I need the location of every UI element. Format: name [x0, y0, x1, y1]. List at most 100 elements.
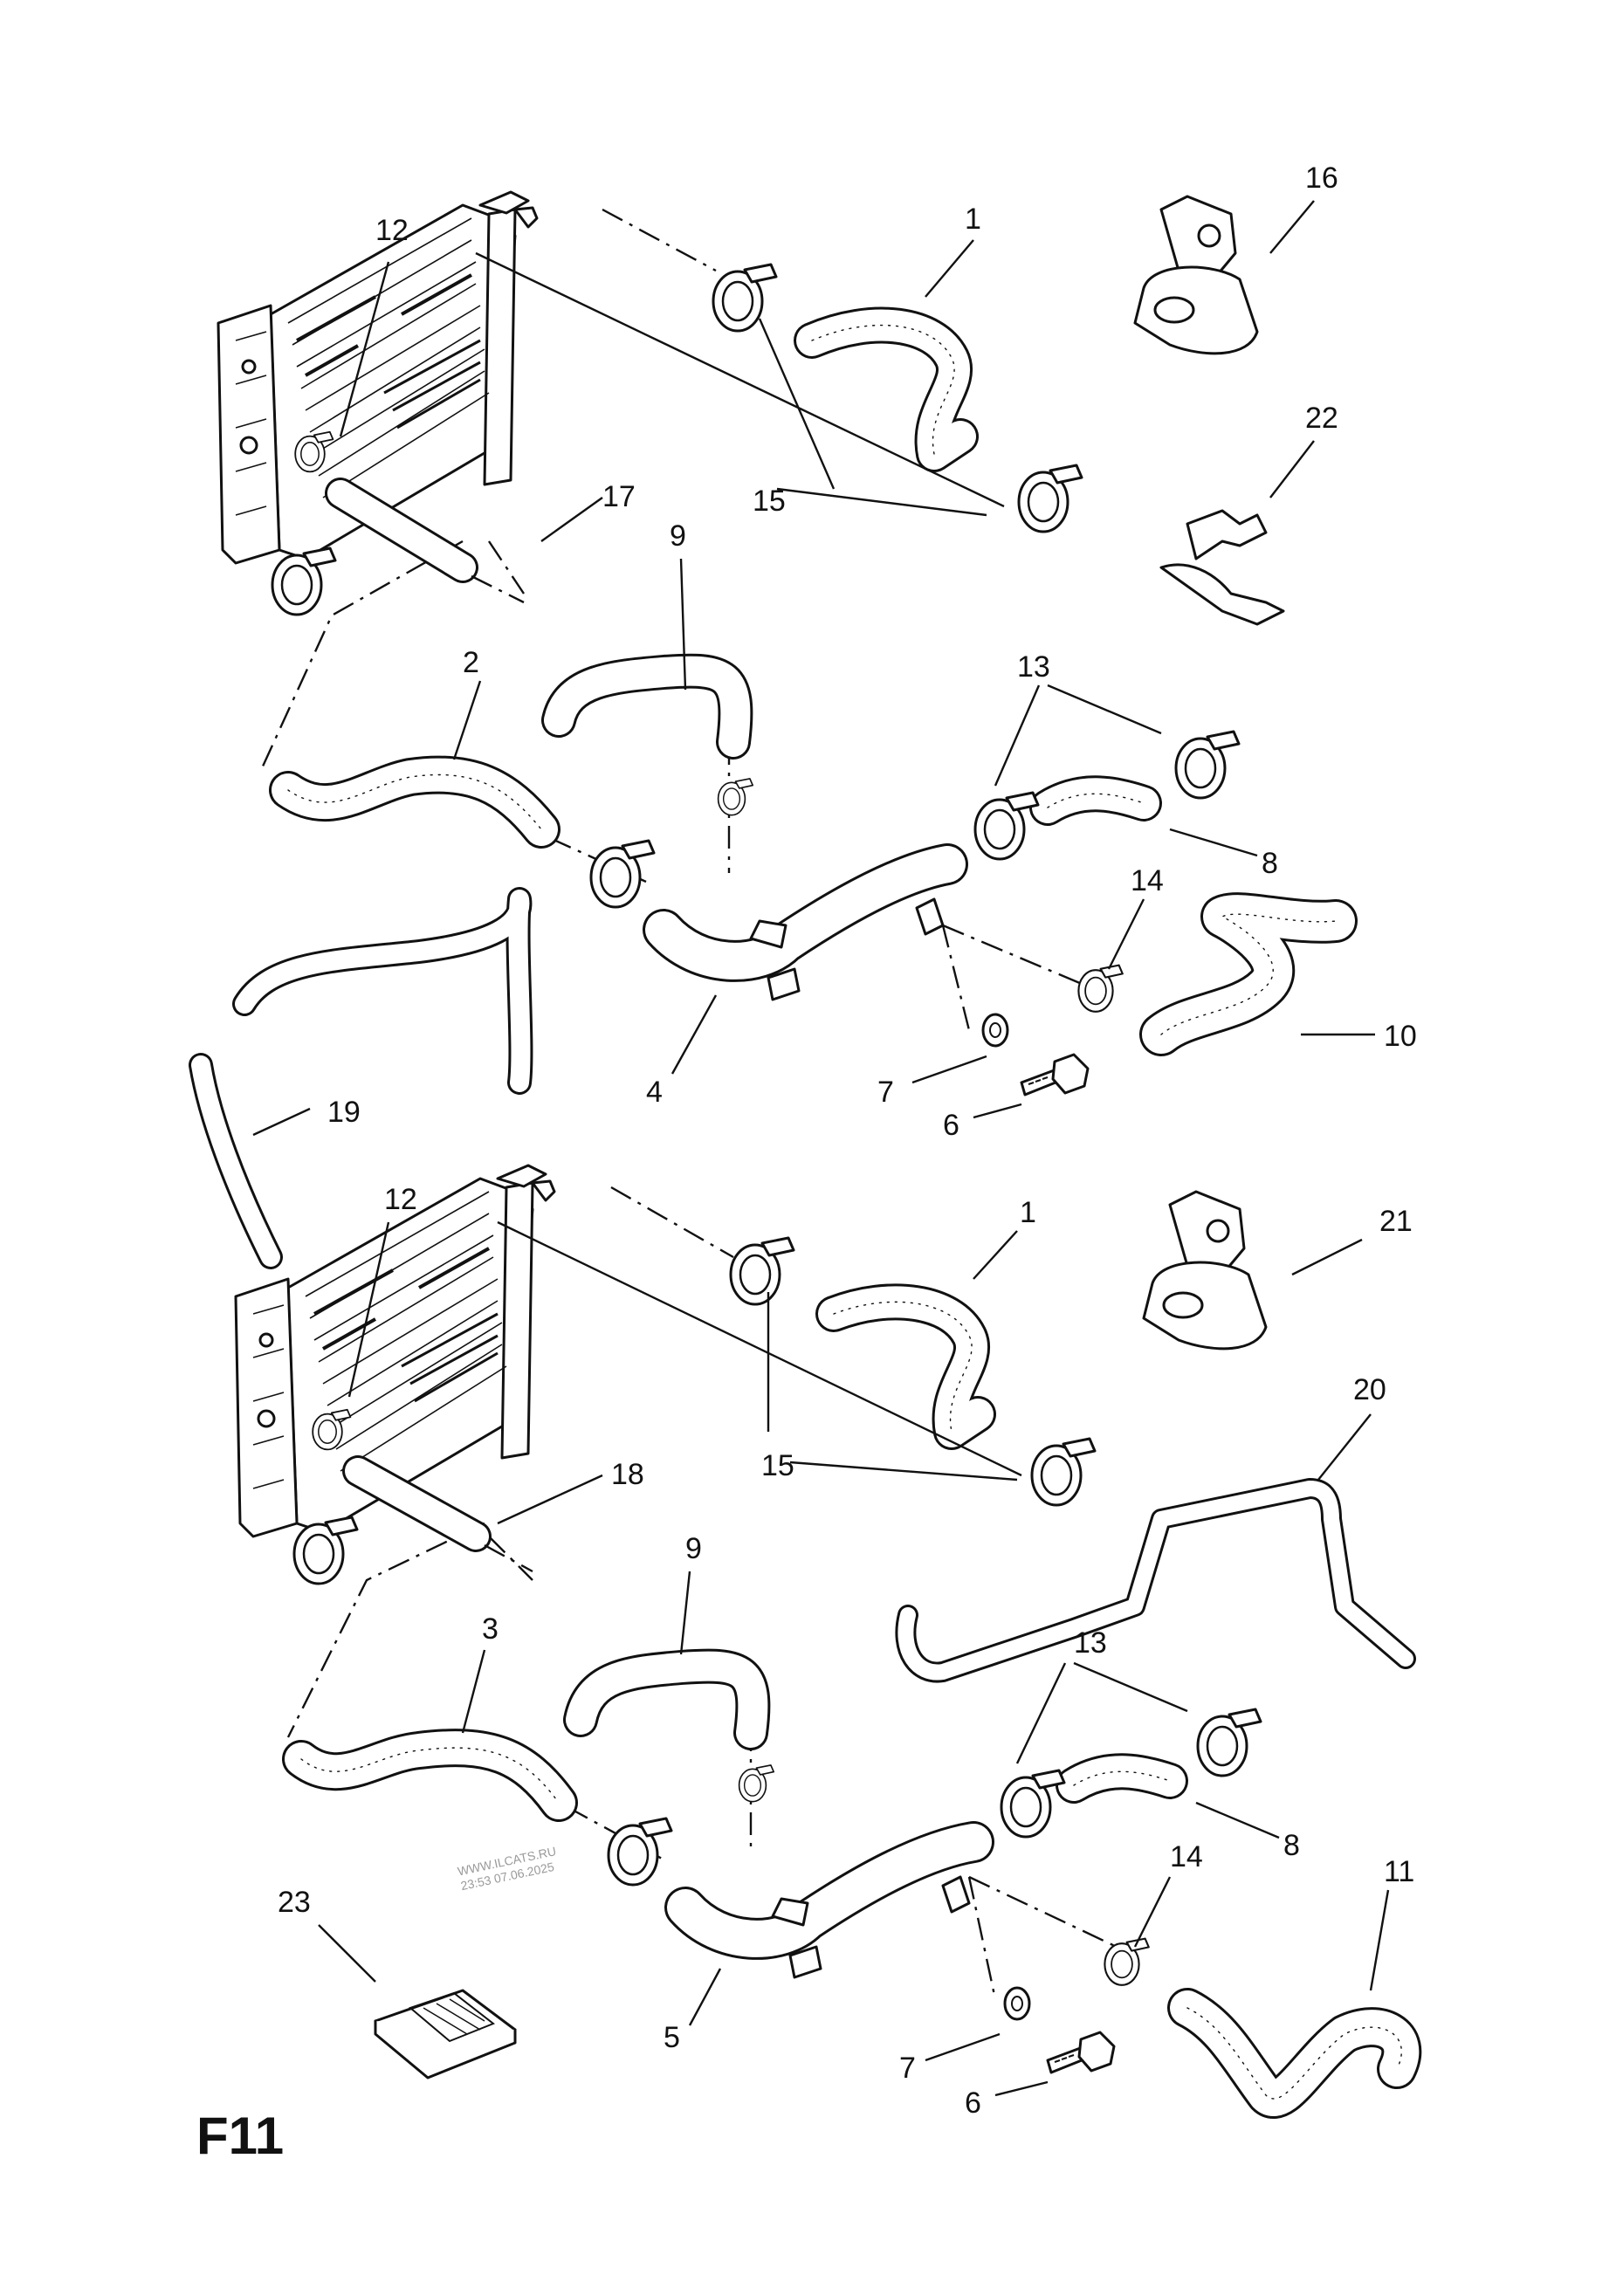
leader-line [925, 2032, 1001, 2062]
leader-line [679, 1571, 691, 1655]
hose-10 [1139, 892, 1358, 1056]
hose-clamp-14-bottom [1104, 1937, 1150, 1986]
leader-line [688, 1968, 722, 2026]
callout-9: 9 [670, 519, 686, 553]
leader-line [671, 994, 718, 1075]
callout-7: 7 [877, 1076, 894, 1109]
center-line [942, 924, 1110, 997]
hose-clamp-15-bottom-a [729, 1236, 795, 1306]
leader-line [1047, 684, 1162, 735]
leader-line [252, 1107, 311, 1137]
watermark: WWW.ILCATS.RU 23:53 07.06.2025 [457, 1844, 558, 1893]
leader-line [452, 680, 482, 760]
hose-clamp-13-top-b [1174, 730, 1241, 800]
hose-19 [189, 887, 533, 1269]
leader-line [497, 1220, 1022, 1477]
leader-line [973, 1230, 1018, 1280]
hose-clamp-15-top-a [712, 263, 778, 333]
callout-20: 20 [1353, 1373, 1386, 1406]
center-line [488, 1536, 533, 1581]
leader-line [911, 1055, 987, 1084]
callout-3: 3 [482, 1612, 499, 1646]
leader-line [1269, 200, 1315, 254]
callout-12: 12 [384, 1183, 417, 1216]
clip-22 [1159, 509, 1285, 626]
bottom-assembly: 1 21 20 12 18 15 9 3 13 8 14 11 23 5 7 6 [234, 1164, 1422, 2120]
leader-line [1369, 1889, 1390, 1991]
callout-15: 15 [761, 1449, 794, 1482]
callout-1: 1 [965, 203, 981, 236]
callout-5: 5 [664, 2021, 680, 2054]
hose-8-top [1029, 775, 1162, 826]
hose-11 [1167, 1988, 1422, 2119]
hose-clamp-9-top [717, 778, 754, 816]
hose-9-bottom [563, 1648, 771, 1750]
pad-23 [374, 1989, 517, 2079]
callout-2: 2 [463, 646, 479, 679]
hose-clamp-top-joint [589, 839, 656, 909]
callout-6: 6 [943, 1109, 959, 1142]
bracket-16 [1133, 195, 1259, 355]
hose-clamp-14-top [1077, 964, 1124, 1013]
hose-clamp-radiator-bottom [292, 1516, 359, 1585]
hose-1-top [794, 306, 979, 472]
leader-line [475, 251, 1005, 508]
hose-clamp-15-top-b [1017, 464, 1083, 533]
leader-line [1133, 1876, 1172, 1948]
callout-18: 18 [611, 1458, 644, 1491]
hose-clamp-9-bottom [738, 1764, 775, 1803]
callout-8: 8 [1283, 1829, 1300, 1862]
leader-line [318, 1924, 376, 1983]
leader-line [461, 1649, 486, 1734]
leader-line [1317, 1413, 1372, 1481]
leader-line [1195, 1801, 1280, 1839]
callout-7: 7 [899, 2052, 916, 2085]
top-assembly: 1 16 22 12 17 15 9 2 13 8 14 10 4 7 6 19 [189, 162, 1417, 1269]
bolt-6-top [1020, 1053, 1090, 1096]
callout-9: 9 [685, 1532, 702, 1565]
callout-15: 15 [753, 485, 786, 518]
center-line [968, 1875, 1136, 1957]
center-line [967, 1876, 997, 2000]
leader-line [776, 487, 987, 517]
hose-clamp-13-bottom-a [1000, 1769, 1066, 1839]
callout-21: 21 [1379, 1205, 1413, 1238]
center-line [260, 540, 464, 769]
hose-2 [269, 755, 560, 849]
pipe-4 [643, 843, 968, 1001]
hose-17 [325, 478, 478, 583]
leader-line [758, 318, 836, 490]
leader-line [1015, 1662, 1067, 1764]
leader-line [1169, 828, 1258, 857]
callout-8: 8 [1262, 847, 1278, 880]
leader-line [497, 1474, 603, 1525]
callout-12: 12 [375, 214, 409, 247]
callout-13: 13 [1074, 1626, 1107, 1660]
hose-clamp-13-top-a [973, 791, 1040, 861]
callout-1: 1 [1020, 1196, 1036, 1229]
leader-line [925, 239, 974, 298]
callout-16: 16 [1305, 162, 1338, 195]
hose-clamp-13-bottom-b [1196, 1708, 1262, 1777]
leader-line [1291, 1238, 1363, 1276]
hose-clamp-15-bottom-b [1030, 1437, 1097, 1507]
bolt-6-bottom [1046, 2031, 1116, 2074]
hose-1-bottom [815, 1283, 996, 1450]
callout-6: 6 [965, 2086, 981, 2120]
center-line [471, 574, 525, 604]
center-line [602, 208, 717, 272]
pipe-5 [664, 1821, 994, 1979]
callout-19: 19 [327, 1096, 361, 1129]
leader-line [973, 1103, 1022, 1119]
leader-line [1107, 898, 1145, 970]
leader-line [994, 2080, 1049, 2097]
pipe-20 [895, 1478, 1416, 1683]
bracket-21 [1142, 1190, 1268, 1351]
callout-23: 23 [278, 1886, 311, 1919]
leader-line [540, 497, 603, 542]
hose-8-bottom [1056, 1753, 1188, 1804]
leader-line [679, 558, 687, 691]
hose-clamp-radiator-top [271, 547, 337, 616]
washer-7-top [981, 1013, 1009, 1048]
